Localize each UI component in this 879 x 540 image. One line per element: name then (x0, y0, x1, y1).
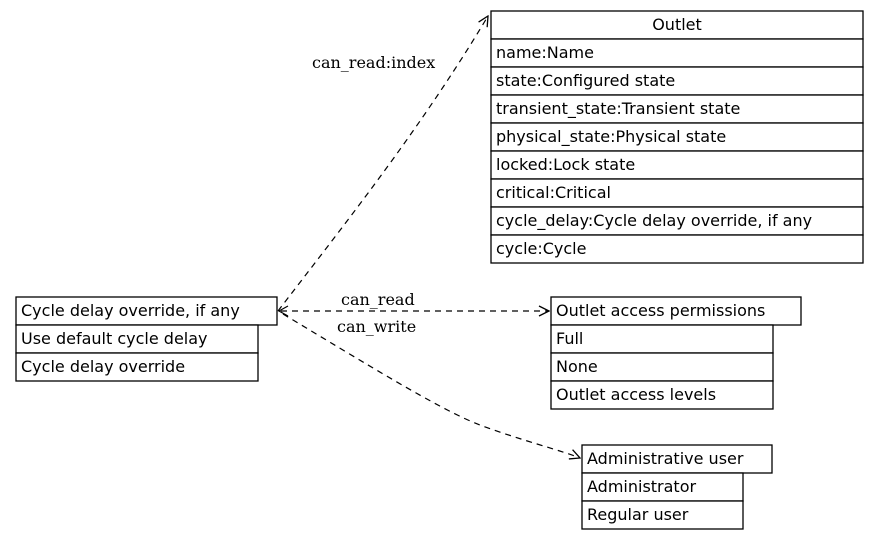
node-cycle-delay-title: Cycle delay override, if any (21, 301, 240, 320)
outlet-row: cycle_delay:Cycle delay override, if any (496, 211, 812, 231)
permissions-row: None (556, 357, 598, 376)
edge-label-can-read: can_read (341, 290, 415, 309)
outlet-row: locked:Lock state (496, 155, 635, 174)
node-permissions-title: Outlet access permissions (556, 301, 765, 320)
cycle-delay-row: Use default cycle delay (21, 329, 208, 348)
outlet-row: transient_state:Transient state (496, 99, 740, 119)
node-admin-user: Administrative user Administrator Regula… (581, 444, 773, 530)
node-cycle-delay: Cycle delay override, if any Use default… (15, 296, 278, 382)
outlet-row: physical_state:Physical state (496, 127, 726, 147)
edge-can-read-index (277, 16, 488, 312)
outlet-row: name:Name (496, 43, 594, 62)
outlet-row: cycle:Cycle (496, 239, 586, 258)
admin-user-row: Administrator (587, 477, 696, 496)
cycle-delay-row: Cycle delay override (21, 357, 185, 376)
edge-can-write (282, 313, 580, 458)
admin-user-row: Regular user (587, 505, 689, 524)
outlet-row: state:Configured state (496, 71, 675, 90)
permissions-row: Full (556, 329, 583, 348)
edge-label-can-read-index: can_read:index (312, 53, 435, 72)
edge-label-can-write: can_write (337, 317, 416, 336)
outlet-row: critical:Critical (496, 183, 611, 202)
node-outlet: Outlet name:Name state:Configured state … (490, 10, 864, 264)
permissions-row: Outlet access levels (556, 385, 716, 404)
edges: can_read:index can_read can_write (277, 16, 580, 458)
edge-source-arrow (277, 305, 289, 317)
node-permissions: Outlet access permissions Full None Outl… (550, 296, 802, 410)
node-outlet-title: Outlet (652, 15, 702, 34)
node-admin-user-title: Administrative user (587, 449, 744, 468)
